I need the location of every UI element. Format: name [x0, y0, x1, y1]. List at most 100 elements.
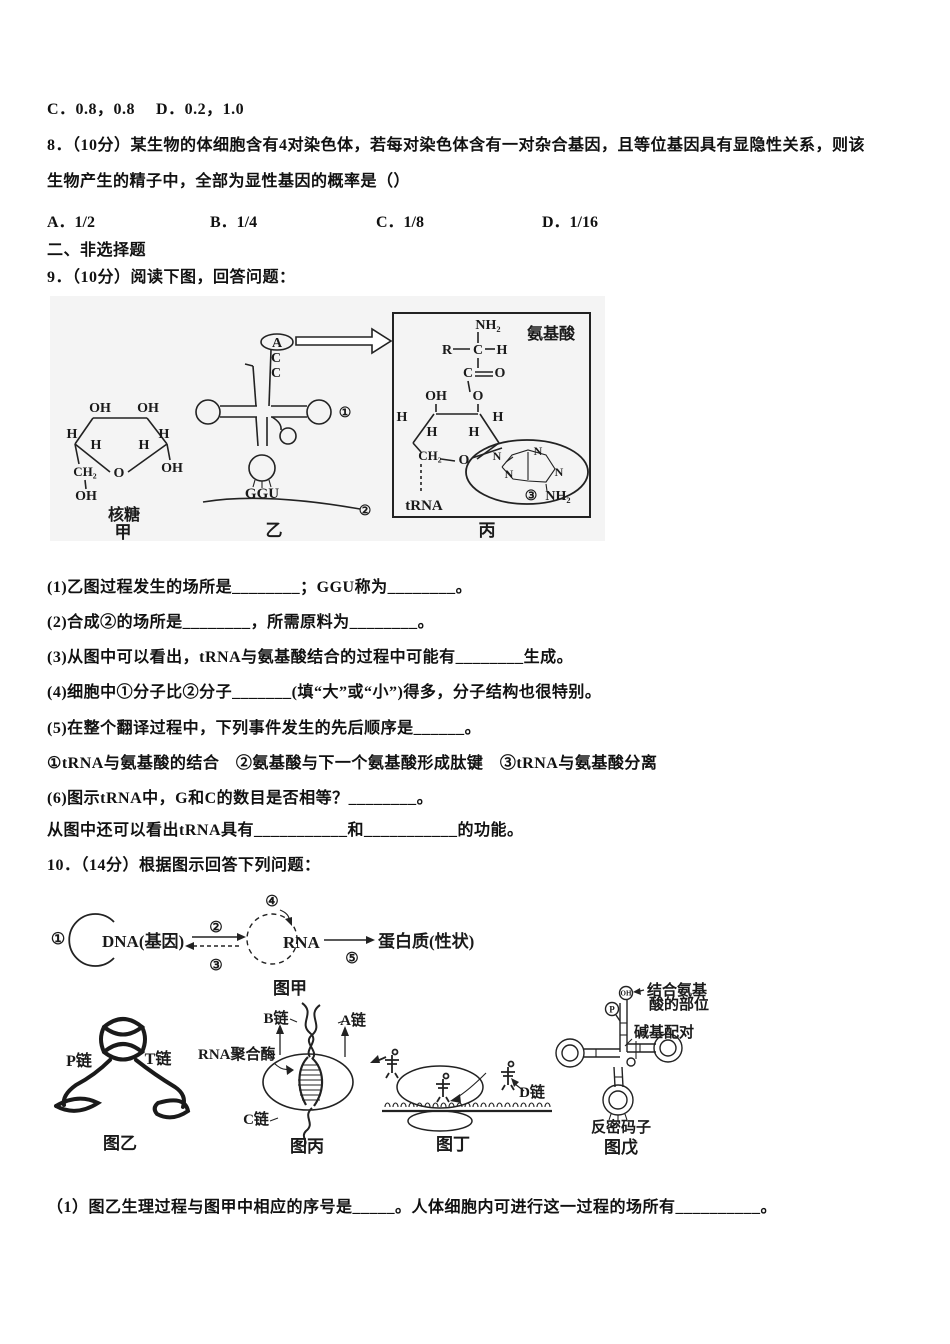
q8-option-b: B．1/4: [210, 214, 258, 231]
jia-h-inner-right: H: [139, 438, 150, 453]
reverse-transcription-arrowhead-icon: [185, 942, 194, 950]
trna-cloverleaf: A C C GGU ① ② 乙: [195, 333, 372, 540]
ding-figure-caption: 图丁: [436, 1135, 470, 1154]
polymerase-pointer-icon: [286, 1065, 294, 1075]
bing-rna-polymerase-label: RNA聚合酶: [198, 1045, 276, 1063]
bing-c2: C: [463, 366, 473, 381]
b-chain-arrowhead-icon: [276, 1024, 284, 1034]
bing-c: C: [473, 343, 483, 358]
bing-r: R: [442, 343, 453, 358]
q9-sub-5: (5)在整个翻译过程中，下列事件发生的先后顺序是______。: [47, 720, 482, 737]
q8-option-c: C．1/8: [376, 214, 425, 231]
q8-option-a: A．1/2: [47, 214, 96, 231]
bing-h-inner-right: H: [469, 425, 480, 440]
yi-t-chain-label: T链: [145, 1049, 173, 1068]
jia-rna-label: RNA: [283, 933, 321, 952]
q10-figures-row: P链 T链 图乙 B链 A链 RNA聚合酶 C链 图丙: [54, 981, 709, 1157]
fig-yi-replication-fork: P链 T链 图乙: [54, 1017, 191, 1153]
jia-oh-bottom: OH: [75, 489, 97, 504]
wu-oh-label: OH: [621, 990, 632, 998]
aminoacid-structure: NH₂ 氨基酸 R C H C O OH O H H H H CH₂ O N N…: [392, 312, 591, 540]
transcription-arrowhead-icon: [237, 933, 246, 941]
trna-glyph-on-ribosome: [436, 1072, 450, 1103]
jia-ch2: CH₂: [73, 464, 97, 479]
q10-sub-1: （1）图乙生理过程与图甲中相应的序号是_____。人体细胞内可进行这一过程的场所…: [47, 1199, 778, 1216]
bing-a-chain-label: A链: [340, 1011, 367, 1029]
jia-ring-o: O: [114, 466, 125, 481]
q8-stem-line1: 8．（10分）某生物的体细胞含有4对染色体，若每对染色体含有一对杂合基因，且等位…: [47, 137, 866, 154]
d-chain-arrowhead-icon: [511, 1078, 519, 1087]
jia-mark-3: ③: [209, 958, 222, 974]
fig-ding-translation: D链 图丁: [370, 1048, 552, 1154]
bing-nh2-top: NH₂: [475, 318, 500, 333]
yi-mark-2: ②: [359, 504, 372, 519]
dna-replication-loop-icon: [68, 913, 115, 967]
yi-mark-1: ①: [339, 406, 352, 421]
rna-loop-arrowhead-icon: [285, 917, 292, 926]
wu-binding-site-line1: 结合氨基: [647, 981, 708, 999]
yi-c2-letter: C: [271, 366, 281, 381]
jia-h-left: H: [67, 427, 78, 442]
jia-protein-label: 蛋白质(性状): [378, 931, 474, 951]
translation-arrowhead-icon: [366, 936, 375, 944]
bing-figure-caption: 图丙: [290, 1137, 324, 1156]
bing-n2: N: [534, 444, 543, 458]
bing-n3: N: [555, 465, 564, 479]
yi-a-letter: A: [272, 336, 283, 351]
bing-h-left: H: [397, 410, 408, 425]
mrna-codon-teeth-icon: [384, 1102, 551, 1108]
rna-replication-loop-icon: [246, 913, 298, 965]
bing-nh2-base: NH₂: [545, 489, 570, 504]
bing-ch2: CH₂: [418, 448, 442, 463]
fig-wu-trna: OH P 结合氨基 酸的部位 碱基配对 反密码子 图戊: [555, 981, 709, 1157]
jia-mark-5: ⑤: [345, 951, 358, 967]
jia-oh-top-right: OH: [137, 401, 159, 416]
wu-p-label: P: [609, 1005, 615, 1015]
jia-caption: 甲: [115, 523, 132, 541]
binding-site-arrowhead-icon: [633, 988, 641, 995]
bing-caption: 丙: [479, 521, 496, 540]
a-chain-arrowhead-icon: [341, 1026, 349, 1036]
jia-mark-2: ②: [209, 920, 222, 936]
section2-heading: 二、非选择题: [47, 242, 147, 259]
jia-mark-4: ④: [265, 894, 278, 910]
q8-option-d: D．1/16: [542, 214, 599, 231]
wu-binding-site-line2: 酸的部位: [649, 995, 709, 1013]
central-dogma-diagram: ① DNA(基因) ② ③ ④ RNA ⑤ 蛋白质(性状) 图甲: [51, 894, 475, 998]
q9-sub-6b: 从图中还可以看出tRNA具有___________和___________的功能…: [47, 822, 524, 839]
yi-figure-caption: 图乙: [103, 1134, 137, 1153]
yi-c1-letter: C: [271, 351, 281, 366]
yi-p-chain-label: P链: [66, 1051, 93, 1070]
bing-title-aminoacid: 氨基酸: [527, 324, 576, 343]
jia-figure-caption: 图甲: [273, 979, 307, 998]
ribosome-move-arrowhead-icon: [450, 1094, 461, 1103]
jia-mark-1: ①: [51, 931, 65, 948]
bing-h-right: H: [493, 410, 504, 425]
q9-stem: 9．（10分）阅读下图，回答问题：: [47, 269, 296, 286]
jia-dna-label: DNA(基因): [102, 931, 184, 951]
bing-ring-o: O: [459, 453, 470, 468]
trna-glyph-incoming: [501, 1060, 515, 1091]
wu-base-pairing-label: 碱基配对: [634, 1023, 694, 1041]
arrow-to-aminoacid-icon: [295, 327, 393, 355]
trna-glyph-leaving: [376, 1048, 399, 1079]
q9-sub-1: (1)乙图过程发生的场所是________；GGU称为________。: [47, 579, 473, 596]
wu-figure-caption: 图戊: [604, 1137, 638, 1157]
ding-d-chain-label: D链: [519, 1083, 546, 1101]
bing-trna: tRNA: [405, 498, 443, 514]
q9-sub-3: (3)从图中可以看出，tRNA与氨基酸结合的过程中可能有________生成。: [47, 649, 574, 666]
jia-oh-right: OH: [161, 461, 183, 476]
q7-options-cd: C．0.8，0.8 D．0.2，1.0: [47, 101, 245, 118]
yi-caption: 乙: [266, 521, 283, 540]
bing-h: H: [497, 343, 508, 358]
yi-anticodon-ggu: GGU: [245, 486, 279, 502]
fig-bing-transcription: B链 A链 RNA聚合酶 C链 图丙: [198, 1002, 367, 1156]
q9-figure-ribose-trna-aminoacid: OH OH H H H H CH₂ O OH OH 核糖 甲 A C C: [50, 296, 605, 541]
q9-sub-2: (2)合成②的场所是________，所需原料为________。: [47, 614, 435, 631]
q10-stem: 10．（14分）根据图示回答下列问题：: [47, 857, 321, 874]
bing-n1: N: [493, 449, 502, 463]
leaving-arrowhead-icon: [370, 1055, 380, 1063]
ribosome-icon: [396, 1065, 484, 1109]
jia-h-inner-left: H: [91, 438, 102, 453]
bing-o-ester: O: [473, 389, 484, 404]
